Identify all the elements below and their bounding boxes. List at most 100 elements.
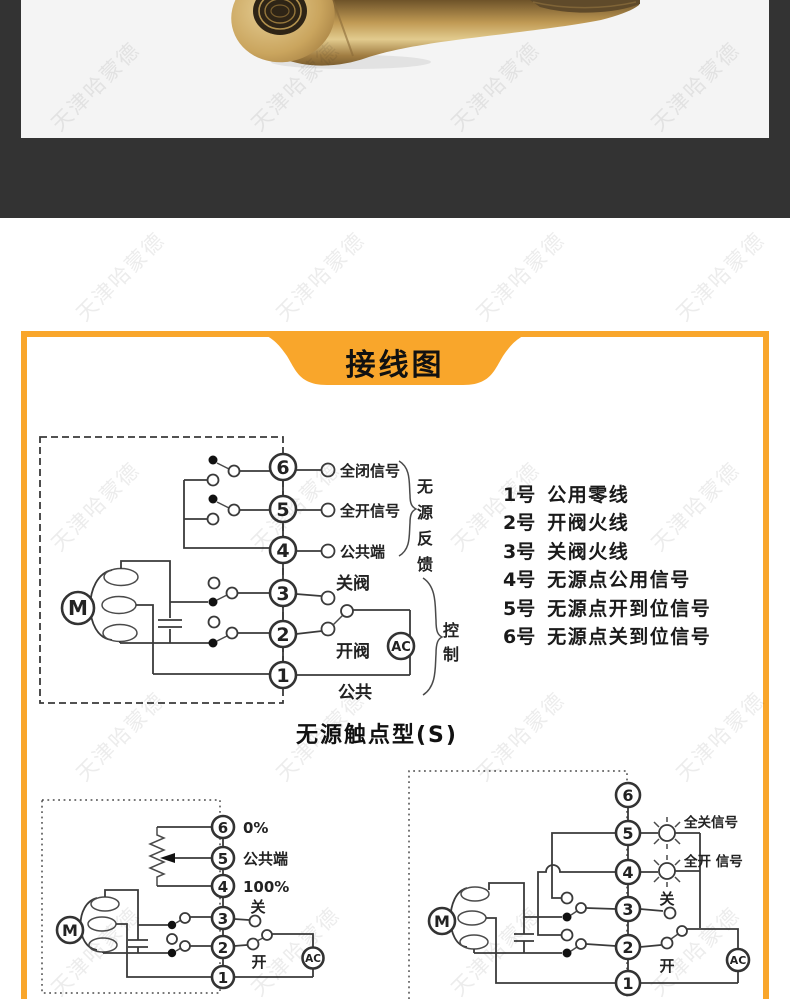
label-open: 开: [659, 957, 674, 975]
control-switches: [560, 891, 617, 958]
terminal-strip: 6 5 4 3 2 1: [210, 814, 236, 990]
wire-number-list: 1号公用零线 2号开阀火线 3号关阀火线 4号无源点公用信号 5号无源点开到位信…: [503, 481, 711, 651]
valve-body: [231, 0, 639, 69]
product-photo: [21, 0, 769, 138]
terminal-6: 6: [276, 457, 289, 479]
hero-dark-strip: [0, 0, 790, 218]
label-close: 关: [250, 898, 265, 916]
terminal-5: 5: [276, 499, 289, 521]
labels: 0% 公共端 100% 关 开: [243, 819, 289, 971]
ac-source: AC: [301, 946, 325, 970]
terminal-5: 5: [622, 824, 633, 843]
label-close-valve: 关阀: [336, 573, 370, 594]
label-100pct: 100%: [243, 878, 289, 896]
ac-label: AC: [391, 640, 411, 655]
watermark-text: 天津哈蒙德: [271, 227, 370, 326]
motor-label: M: [434, 912, 450, 931]
motor: M: [55, 896, 120, 953]
bracket-char: 馈: [417, 555, 433, 574]
lamp-row-5: [640, 817, 700, 849]
terminal-6: 6: [622, 786, 633, 805]
capacitor-and-taps: [473, 882, 616, 984]
wire-no: 2号: [503, 512, 536, 535]
terminal-4: 4: [622, 863, 633, 882]
bracket-char: 反: [417, 529, 433, 548]
wire-desc: 无源点关到位信号: [547, 625, 712, 648]
diagram-lamp-signal: M: [408, 770, 751, 999]
label-full-close-signal: 全关信号: [683, 814, 738, 831]
terminal-4: 4: [276, 540, 289, 562]
brass-valve-image: [231, 0, 640, 69]
label-open-valve: 开阀: [336, 641, 370, 662]
terminal-3: 3: [276, 583, 289, 605]
feedback-wires: [537, 832, 616, 936]
terminal-2: 2: [622, 938, 633, 957]
terminal-1: 1: [276, 665, 289, 687]
terminal-1: 1: [622, 974, 633, 993]
label-common-terminal: 公共端: [243, 850, 288, 868]
enclosure-dashed: [39, 436, 284, 704]
label-common: 公共: [338, 683, 372, 703]
terminal-3: 3: [622, 900, 633, 919]
enclosure-dotted: [41, 799, 221, 994]
labels: 全闭信号 全开信号 公共端 关阀 开阀 公共: [336, 462, 400, 703]
label-full-close-signal: 全闭信号: [339, 462, 400, 480]
lamp-row-4: [640, 855, 700, 887]
wire-no: 5号: [503, 597, 536, 620]
label-open: 开: [251, 953, 266, 971]
terminal-strip: 6 5 4 3 2 1: [614, 781, 642, 997]
ac-label: AC: [305, 953, 321, 965]
right-side-wiring: [295, 462, 411, 676]
list-item: 4号无源点公用信号: [503, 566, 711, 594]
watermark-text: 天津哈蒙德: [471, 227, 570, 326]
terminal-2: 2: [276, 624, 289, 646]
motor-label: M: [68, 596, 88, 620]
right-side-wiring: [639, 833, 739, 984]
diagram-potentiometer: M: [41, 799, 325, 994]
terminal-5: 5: [218, 850, 228, 868]
motor: M: [427, 886, 490, 950]
wire-desc: 无源点开到位信号: [547, 597, 712, 620]
motor-label: M: [62, 921, 78, 940]
terminal-2: 2: [218, 939, 228, 957]
wire-no: 3号: [503, 540, 536, 563]
label-0pct: 0%: [243, 819, 268, 837]
capacitor-and-taps: [102, 889, 211, 978]
potentiometer: [148, 826, 211, 887]
label-full-open-signal: 全开 信号: [683, 853, 743, 870]
valve-fragment: [530, 0, 640, 13]
wiring-panel: [21, 331, 769, 999]
list-item: 3号关阀火线: [503, 538, 711, 566]
feedback-bracket: 无 源 反 馈: [398, 460, 433, 574]
wire-desc: 无源点公用信号: [547, 569, 691, 592]
motor: M: [60, 567, 139, 643]
wire-desc: 关阀火线: [547, 540, 630, 563]
label-common-terminal: 公共端: [340, 543, 385, 561]
list-item: 5号无源点开到位信号: [503, 595, 711, 623]
wire-no: 4号: [503, 569, 536, 592]
watermark-text: 天津哈蒙德: [71, 227, 170, 326]
control-bracket: 控 制: [422, 577, 459, 696]
terminal-4: 4: [218, 878, 228, 896]
diagram-caption: 无源触点型(S): [296, 723, 458, 748]
bracket-char: 源: [417, 503, 433, 522]
terminal-1: 1: [218, 969, 228, 987]
bracket-char: 无: [416, 477, 433, 496]
ac-source: AC: [725, 947, 751, 973]
feedback-switches: [183, 455, 271, 549]
terminal-6: 6: [218, 819, 228, 837]
diagram-passive-contact: M: [39, 436, 459, 704]
banner-title: 接线图: [345, 348, 445, 383]
list-item: 1号公用零线: [503, 481, 711, 509]
bracket-char: 制: [443, 645, 459, 664]
wire-no: 1号: [503, 484, 536, 506]
watermark-text: 天津哈蒙德: [671, 227, 770, 326]
terminal-3: 3: [218, 910, 228, 928]
banner-ribbon: [256, 331, 534, 385]
wire-desc: 开阀火线: [547, 512, 630, 535]
control-switches: [166, 912, 211, 958]
bracket-char: 控: [443, 621, 459, 640]
terminal-strip: 6 5 4 3 2 1: [268, 452, 298, 690]
list-item: 6号无源点关到位信号: [503, 623, 711, 651]
